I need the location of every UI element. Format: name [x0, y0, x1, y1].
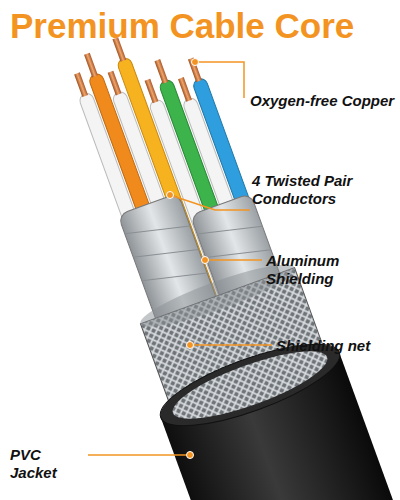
leader-lines [88, 62, 272, 455]
callout-label: Shielding net [276, 337, 386, 355]
pvc-jacket [152, 328, 400, 500]
callout-label: Aluminum Shielding [266, 252, 376, 288]
title: Premium Cable Core [10, 6, 354, 46]
callout-label: Oxygen-free Copper [250, 92, 395, 110]
cable [33, 3, 400, 500]
leader-dots [167, 59, 209, 459]
callout-label: PVC Jacket [10, 446, 90, 482]
callout-label: 4 Twisted Pair Conductors [252, 172, 392, 208]
